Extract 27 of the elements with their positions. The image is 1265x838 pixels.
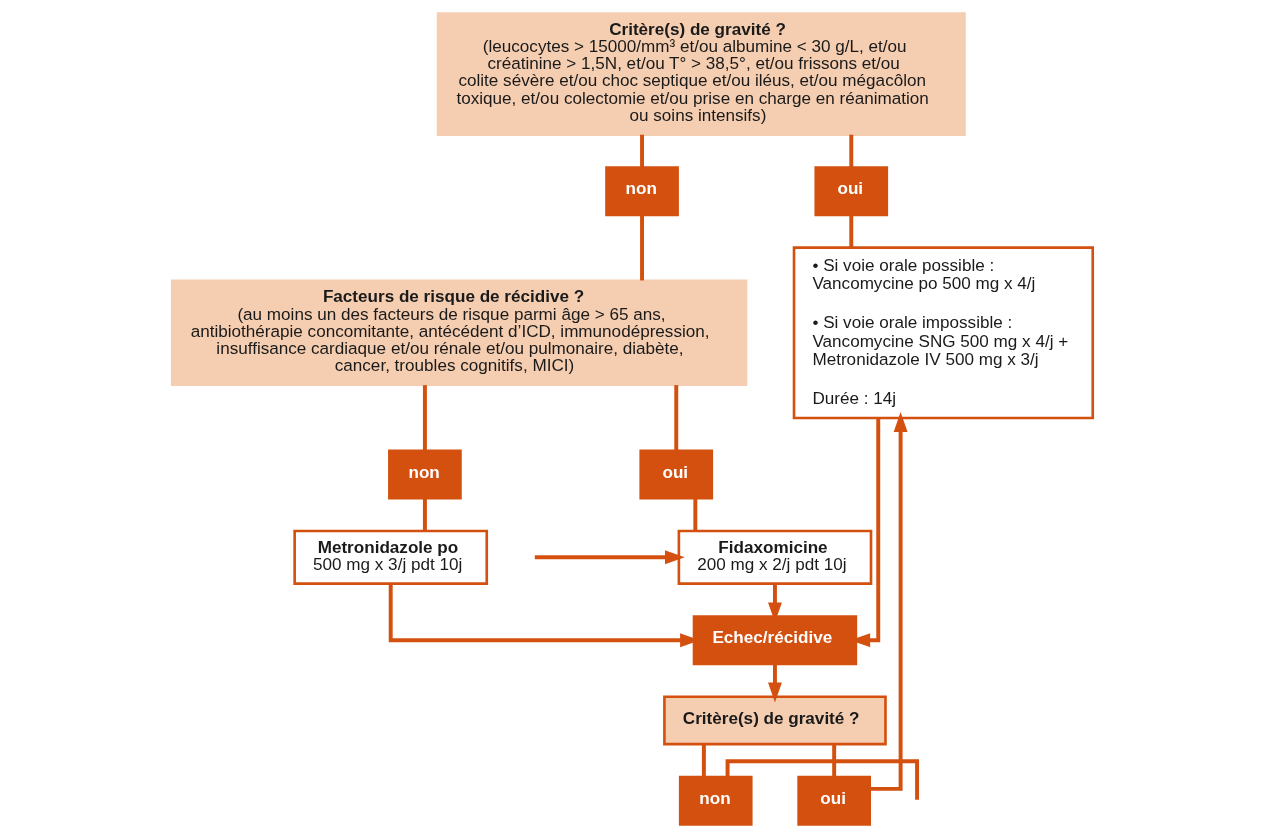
node-box: Critère(s) de gravité ? bbox=[663, 695, 887, 746]
connector bbox=[849, 215, 854, 248]
arrow bbox=[869, 412, 908, 791]
node-box: Critère(s) de gravité ? (leucocytes > 15000/mm³ et/ou albumine < 30 g/L, et/ou créatinine > 1,5N, et/ou T° > 38,5°, et/ou frissons et/ou colite sévère et/ou choc septique et/ou iléus, et/ou mégacôlon toxique, et/ou colectomie et/ou prise en charge en réanimation ou soins intensifs) bbox=[436, 12, 966, 136]
node-box: oui bbox=[797, 775, 871, 826]
node-box: non bbox=[605, 166, 679, 217]
connector bbox=[422, 498, 427, 531]
node-box: non bbox=[388, 449, 462, 500]
connector bbox=[725, 759, 920, 800]
connector bbox=[701, 744, 706, 777]
node-box: oui bbox=[814, 166, 889, 217]
connector bbox=[693, 498, 698, 531]
arrow bbox=[534, 550, 685, 565]
connector bbox=[422, 385, 427, 451]
node-box: oui bbox=[639, 449, 714, 500]
connector bbox=[849, 134, 854, 168]
node-box: Metronidazole po 500 mg x 3/j pdt 10j bbox=[293, 529, 489, 585]
node-box: Echec/récidive bbox=[692, 615, 858, 666]
node-box: • Si voie orale possible : Vancomycine po 500 mg x 4/j • Si voie orale impossible : Vancomycine SNG 500 mg x 4/j + Metronidazole IV 500 mg x 3/j Durée : 14j bbox=[792, 246, 1095, 420]
connector bbox=[640, 134, 644, 168]
node-box: non bbox=[678, 775, 753, 826]
node-box: Fidaxomicine 200 mg x 2/j pdt 10j bbox=[677, 529, 873, 585]
arrow bbox=[768, 664, 782, 703]
node-box: Facteurs de risque de récidive ? (au moins un des facteurs de risque parmi âge > 65 ans, antibiothérapie concomitante, antécédent d’ICD, immunodépression, insuffisance cardiaque et/ou rénale et/ou pulmonaire, diabète, cancer, troubles cognitifs, MICI) bbox=[170, 279, 748, 387]
connector bbox=[674, 385, 679, 451]
connector bbox=[640, 215, 644, 281]
connector bbox=[832, 744, 837, 777]
